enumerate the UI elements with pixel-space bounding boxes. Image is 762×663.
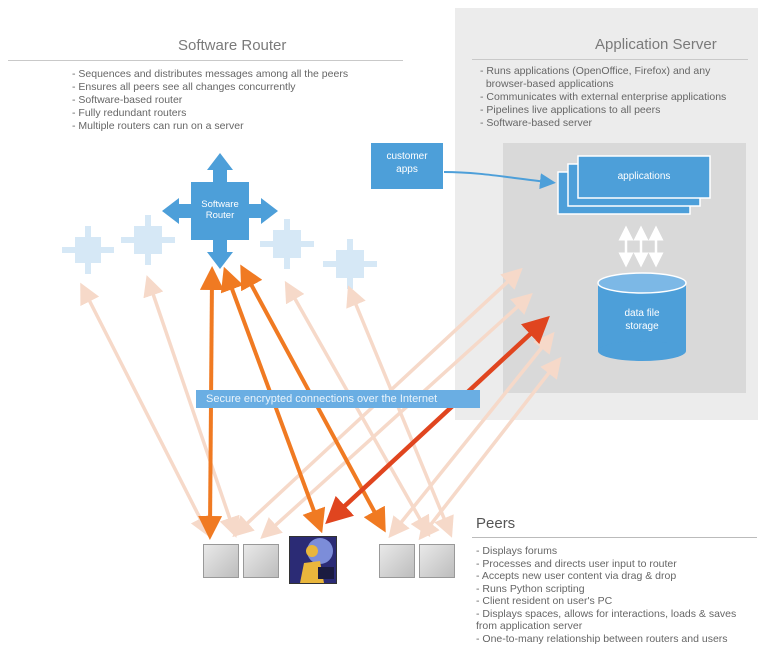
faded-router bbox=[323, 239, 377, 289]
router-bullet: - Ensures all peers see all changes conc… bbox=[72, 81, 296, 93]
faded-router bbox=[260, 219, 314, 269]
server-bullet: - Software-based server bbox=[480, 117, 593, 129]
peer-bullet: from application server bbox=[476, 620, 583, 632]
applications-stack bbox=[557, 155, 711, 215]
router-bullet: - Fully redundant routers bbox=[72, 107, 187, 119]
peer-computer-icon bbox=[419, 544, 455, 578]
peer-bullet: - Client resident on user's PC bbox=[476, 595, 613, 607]
server-bullet: browser-based applications bbox=[480, 78, 614, 90]
secure-connection-banner: Secure encrypted connections over the In… bbox=[196, 390, 480, 408]
peer-bullet: - Runs Python scripting bbox=[476, 582, 585, 595]
software-router-bullets: - Sequences and distributes messages amo… bbox=[72, 68, 348, 133]
peers-bullets: - Displays forums - Processes and direct… bbox=[476, 545, 736, 645]
faded-router bbox=[62, 226, 114, 274]
peer-icons-row bbox=[203, 532, 455, 588]
router-label-line1: Software bbox=[201, 199, 239, 210]
app-storage-sync-arrows bbox=[618, 225, 664, 268]
router-bullet: - Multiple routers can run on a server bbox=[72, 120, 244, 132]
customer-apps-box: customer apps bbox=[371, 143, 443, 189]
peers-rule bbox=[472, 537, 757, 538]
server-bullet: - Communicates with external enterprise … bbox=[480, 91, 727, 103]
storage-label-line2: storage bbox=[625, 321, 659, 332]
data-storage-label: data file storage bbox=[598, 307, 686, 333]
peer-computer-icon bbox=[243, 544, 279, 578]
server-bullet: - Pipelines live applications to all pee… bbox=[480, 104, 661, 116]
data-storage-cylinder bbox=[597, 272, 687, 361]
active-user-icon bbox=[289, 536, 337, 584]
peer-bullet: - One-to-many relationship between route… bbox=[476, 632, 728, 645]
customer-apps-line2: apps bbox=[396, 164, 418, 175]
peer-computer-icon bbox=[203, 544, 239, 578]
applications-label: applications bbox=[617, 171, 671, 182]
application-server-title: Application Server bbox=[595, 36, 717, 53]
software-router-rule bbox=[8, 60, 403, 61]
router-label-line2: Router bbox=[205, 210, 235, 221]
peer-computer-icon bbox=[379, 544, 415, 578]
software-router-title: Software Router bbox=[178, 37, 287, 54]
peer-bullet: - Processes and directs user input to ro… bbox=[476, 557, 677, 570]
storage-label-line1: data file bbox=[624, 308, 660, 319]
customer-apps-line1: customer bbox=[386, 151, 428, 162]
application-server-bullets: - Runs applications (OpenOffice, Firefox… bbox=[480, 65, 726, 130]
server-bullet: - Runs applications (OpenOffice, Firefox… bbox=[480, 65, 711, 77]
peer-bullet: - Displays forums bbox=[476, 545, 558, 557]
faded-router bbox=[121, 215, 175, 265]
peer-bullet: - Accepts new user content via drag & dr… bbox=[476, 570, 677, 582]
application-server-rule bbox=[472, 59, 748, 60]
router-bullet: - Sequences and distributes messages amo… bbox=[72, 68, 349, 80]
router-bullet: - Software-based router bbox=[72, 94, 183, 106]
peers-title: Peers bbox=[476, 515, 516, 532]
customer-apps-arrow bbox=[443, 171, 556, 190]
software-router-label: Software Router bbox=[191, 199, 249, 221]
software-router-node bbox=[162, 153, 278, 269]
red-server-connection bbox=[325, 315, 550, 525]
user-at-computer-icon bbox=[290, 537, 336, 583]
peer-bullet: - Displays spaces, allows for interactio… bbox=[476, 607, 737, 620]
